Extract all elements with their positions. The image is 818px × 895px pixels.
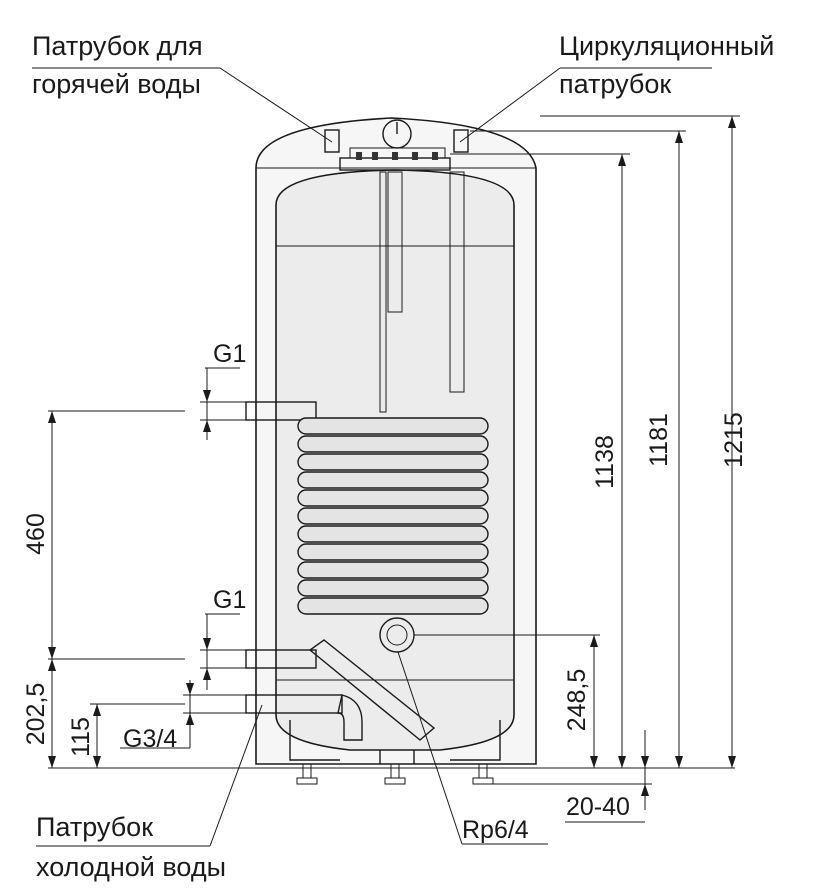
circulation-label-line2: патрубок	[559, 69, 671, 99]
dimension-460: 460	[22, 513, 50, 555]
leader-lines	[32, 67, 712, 847]
text-labels: Патрубок для горячей воды Циркуляционный…	[22, 31, 774, 882]
circulation-label-line1: Циркуляционный	[559, 31, 774, 61]
support-legs	[289, 720, 501, 785]
right-dimensions	[414, 115, 740, 823]
circulation-nozzle	[453, 129, 469, 153]
cold-water-label-line1: Патрубок	[36, 812, 153, 842]
dimension-1138: 1138	[591, 435, 619, 489]
dimension-20-40: 20-40	[566, 793, 630, 821]
dimension-1215: 1215	[720, 412, 748, 468]
hot-water-label-line1: Патрубок для	[32, 31, 203, 61]
g1-upper-label: G1	[213, 340, 246, 368]
dimension-1181: 1181	[645, 413, 673, 467]
cold-water-inlet	[245, 694, 343, 714]
coil-lower-outlet	[245, 649, 317, 669]
dimension-115: 115	[67, 717, 95, 757]
hot-water-label-line2: горячей воды	[32, 69, 201, 99]
g1-lower-label: G1	[213, 586, 246, 614]
flange-bolts	[356, 152, 438, 160]
left-dimensions	[48, 367, 246, 768]
hot-water-nozzle	[324, 129, 340, 153]
thermometer-icon	[382, 119, 412, 149]
cold-water-label-line2: холодной воды	[36, 852, 226, 882]
g3-4-label: G3/4	[123, 725, 177, 753]
dimension-248-5: 248,5	[563, 669, 591, 732]
internal-pipes	[379, 171, 465, 413]
top-flange	[324, 119, 469, 171]
coil-upper-inlet	[245, 401, 317, 421]
heat-exchanger-coil	[245, 401, 489, 741]
rp6-4-label: Rp6/4	[462, 816, 529, 844]
dimension-202-5: 202,5	[22, 683, 50, 746]
